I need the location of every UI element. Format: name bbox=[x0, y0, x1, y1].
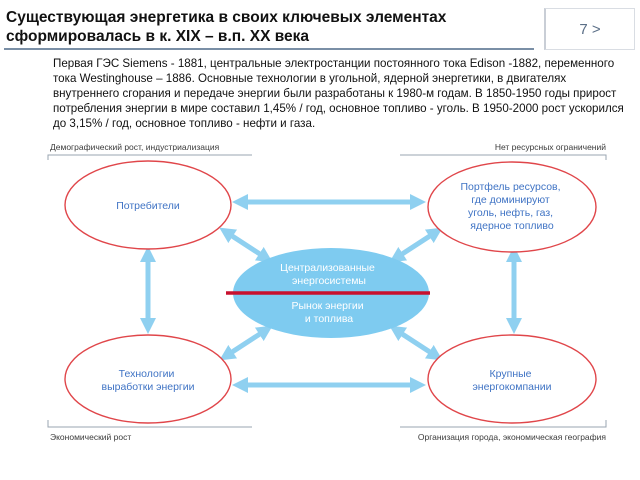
title-line-2: сформировалась в к. XIX – в.п. XX века bbox=[6, 28, 310, 45]
node-center-top-line-1: Централизованные bbox=[280, 262, 375, 274]
node-center-bottom-line-1: Рынок энергии bbox=[291, 300, 363, 312]
node-central-top-label: Централизованные энергосистемы bbox=[280, 262, 378, 287]
page-number-box[interactable]: 7 > bbox=[544, 8, 635, 50]
node-central-bottom-label: Рынок энергии и топлива bbox=[291, 300, 366, 325]
node-technologies-line-2: выработки энергии bbox=[101, 381, 194, 393]
node-technologies-label: Технологии выработки энергии bbox=[101, 368, 194, 393]
node-consumers-line-1: Потребители bbox=[116, 200, 180, 212]
node-consumers bbox=[64, 160, 232, 250]
arrow-technologies-center bbox=[219, 325, 273, 361]
node-consumers-label: Потребители bbox=[116, 200, 180, 212]
node-technologies-line-1: Технологии bbox=[119, 368, 175, 380]
node-portfolio-line-2: где доминируют bbox=[471, 194, 550, 206]
node-companies-line-1: Крупные bbox=[490, 368, 532, 380]
node-resource-portfolio bbox=[427, 161, 597, 253]
page-title: Существующая энергетика в своих ключевых… bbox=[6, 8, 526, 46]
node-center-top-line-2: энергосистемы bbox=[292, 275, 366, 287]
node-companies-line-2: энергокомпании bbox=[472, 381, 551, 393]
corner-frames bbox=[47, 154, 607, 428]
node-center-bottom-line-2: и топлива bbox=[305, 313, 353, 325]
corner-label-bottom-left: Экономический рост bbox=[50, 432, 131, 442]
node-energy-companies bbox=[427, 334, 597, 424]
corner-label-top-right: Нет ресурсных ограничений bbox=[495, 142, 606, 152]
node-resource-portfolio-label: Портфель ресурсов, где доминируют уголь,… bbox=[461, 181, 564, 232]
body-paragraph: Первая ГЭС Siemens - 1881, центральные э… bbox=[53, 57, 624, 130]
connector-arrows bbox=[139, 193, 523, 394]
corner-label-bottom-right: Организация города, экономическая геогра… bbox=[418, 432, 607, 442]
node-portfolio-line-3: уголь, нефть, газ, bbox=[468, 207, 553, 219]
node-energy-companies-label: Крупные энергокомпании bbox=[472, 368, 551, 393]
node-portfolio-line-1: Портфель ресурсов, bbox=[461, 181, 561, 193]
title-divider bbox=[4, 48, 534, 50]
page-number: 7 > bbox=[579, 20, 601, 38]
node-portfolio-line-4: ядерное топливо bbox=[470, 220, 554, 232]
corner-label-top-left: Демографический рост, индустриализация bbox=[50, 142, 220, 152]
arrow-portfolio-center bbox=[389, 227, 443, 263]
arrow-consumers-center bbox=[219, 227, 273, 263]
title-line-1: Существующая энергетика в своих ключевых… bbox=[6, 9, 447, 26]
node-technologies bbox=[64, 334, 232, 424]
arrow-companies-center bbox=[389, 325, 443, 361]
